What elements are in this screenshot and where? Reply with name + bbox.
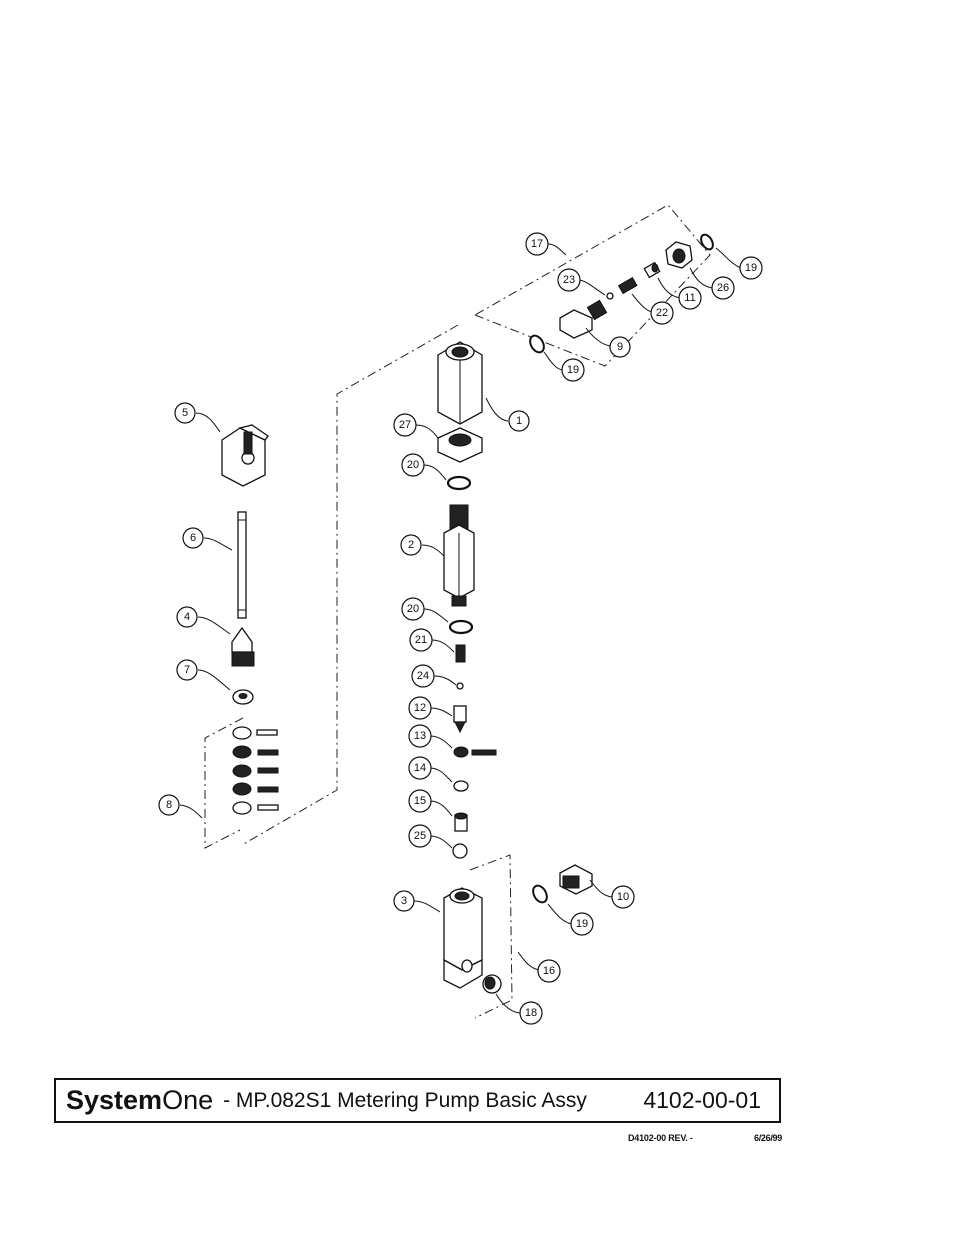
svg-text:25: 25 <box>414 830 426 842</box>
part-10-fitting <box>560 865 592 894</box>
callout-9: 9 <box>610 337 630 357</box>
part-13-seat <box>454 747 496 757</box>
part-22-spring <box>619 278 637 294</box>
part-12-valve <box>454 706 466 732</box>
svg-text:11: 11 <box>684 292 695 304</box>
callout-2: 2 <box>401 535 421 555</box>
part-19-o-ring-c <box>530 883 549 905</box>
callout-16: 16 <box>538 960 560 982</box>
callout-5: 5 <box>175 403 195 423</box>
part-7-washer <box>233 690 253 704</box>
part-5-clevis <box>222 425 268 486</box>
group-17-boundary <box>475 205 710 366</box>
svg-text:7: 7 <box>184 664 190 676</box>
svg-text:9: 9 <box>617 341 623 353</box>
part-20-o-ring-lower <box>450 621 472 633</box>
svg-text:20: 20 <box>407 603 419 615</box>
svg-text:8: 8 <box>166 799 172 811</box>
svg-text:22: 22 <box>656 307 668 319</box>
callout-1: 1 <box>509 411 529 431</box>
svg-text:24: 24 <box>417 670 429 682</box>
callout-12: 12 <box>409 697 431 719</box>
svg-text:2: 2 <box>408 539 414 551</box>
svg-text:1: 1 <box>516 415 522 427</box>
callout-11: 11 <box>679 287 701 309</box>
part-14-retainer <box>454 781 468 791</box>
part-15-cage <box>455 813 467 831</box>
part-21-spring <box>456 645 465 662</box>
callout-15: 15 <box>409 790 431 812</box>
part-23-ball <box>607 293 613 299</box>
callout-19-middle: 19 <box>562 359 584 381</box>
part-4-packing-nut <box>232 628 254 666</box>
svg-text:12: 12 <box>414 702 426 714</box>
callout-7: 7 <box>177 660 197 680</box>
drawing-reference: D4102-00 REV. - <box>628 1133 693 1143</box>
svg-text:4: 4 <box>184 611 190 623</box>
callout-20-lower: 20 <box>402 598 424 620</box>
svg-text:26: 26 <box>717 282 729 294</box>
svg-text:5: 5 <box>182 407 188 419</box>
callout-20-upper: 20 <box>402 454 424 476</box>
callout-17: 17 <box>526 233 548 255</box>
part-6-rod <box>238 512 246 618</box>
svg-text:13: 13 <box>414 730 426 742</box>
svg-text:16: 16 <box>543 965 555 977</box>
part-9-fitting <box>560 300 607 338</box>
part-18-plug <box>483 975 501 993</box>
callout-3: 3 <box>394 891 414 911</box>
part-20-o-ring-upper <box>448 477 470 489</box>
svg-text:27: 27 <box>399 419 411 431</box>
callout-24: 24 <box>412 665 434 687</box>
part-8-packing-set <box>233 727 278 814</box>
svg-text:10: 10 <box>617 891 629 903</box>
part-3-lower-body <box>444 888 482 988</box>
part-24-ball <box>457 683 463 689</box>
callout-14: 14 <box>409 757 431 779</box>
brand-name-light: One <box>162 1085 213 1116</box>
callout-23: 23 <box>558 269 580 291</box>
callout-13: 13 <box>409 725 431 747</box>
svg-text:17: 17 <box>531 238 543 250</box>
callout-25: 25 <box>409 825 431 847</box>
callout-18: 18 <box>520 1002 542 1024</box>
callout-19-upper: 19 <box>740 257 762 279</box>
part-2-cylinder <box>444 505 474 606</box>
callout-26: 26 <box>712 277 734 299</box>
svg-text:19: 19 <box>567 364 579 376</box>
callout-4: 4 <box>177 607 197 627</box>
svg-text:15: 15 <box>414 795 426 807</box>
svg-text:23: 23 <box>563 274 575 286</box>
part-11-poppet <box>644 263 659 278</box>
brand-name-bold: System <box>66 1085 162 1116</box>
callout-27: 27 <box>394 414 416 436</box>
part-19-o-ring-b <box>699 233 716 252</box>
part-26-cap-nut <box>666 242 692 268</box>
part-number: 4102-00-01 <box>643 1087 761 1114</box>
svg-text:19: 19 <box>576 918 588 930</box>
part-27-hex-nut <box>438 428 482 462</box>
exploded-assembly-drawing: 1 2 3 4 5 6 7 8 9 10 11 12 13 14 15 16 1… <box>0 0 954 1070</box>
callout-10: 10 <box>612 886 634 908</box>
svg-text:6: 6 <box>190 532 196 544</box>
callout-19-lower: 19 <box>571 913 593 935</box>
svg-text:21: 21 <box>415 634 427 646</box>
callout-22: 22 <box>651 302 673 324</box>
part-1-body <box>438 342 482 424</box>
callout-21: 21 <box>410 629 432 651</box>
drawing-date: 6/26/99 <box>754 1133 782 1143</box>
drawing-title: - MP.082S1 Metering Pump Basic Assy <box>223 1089 587 1113</box>
callout-8: 8 <box>159 795 179 815</box>
svg-text:3: 3 <box>401 895 407 907</box>
svg-text:20: 20 <box>407 459 419 471</box>
part-25-ball <box>453 844 467 858</box>
svg-text:19: 19 <box>745 262 757 274</box>
callout-6: 6 <box>183 528 203 548</box>
svg-text:18: 18 <box>525 1007 537 1019</box>
svg-text:14: 14 <box>414 762 426 774</box>
